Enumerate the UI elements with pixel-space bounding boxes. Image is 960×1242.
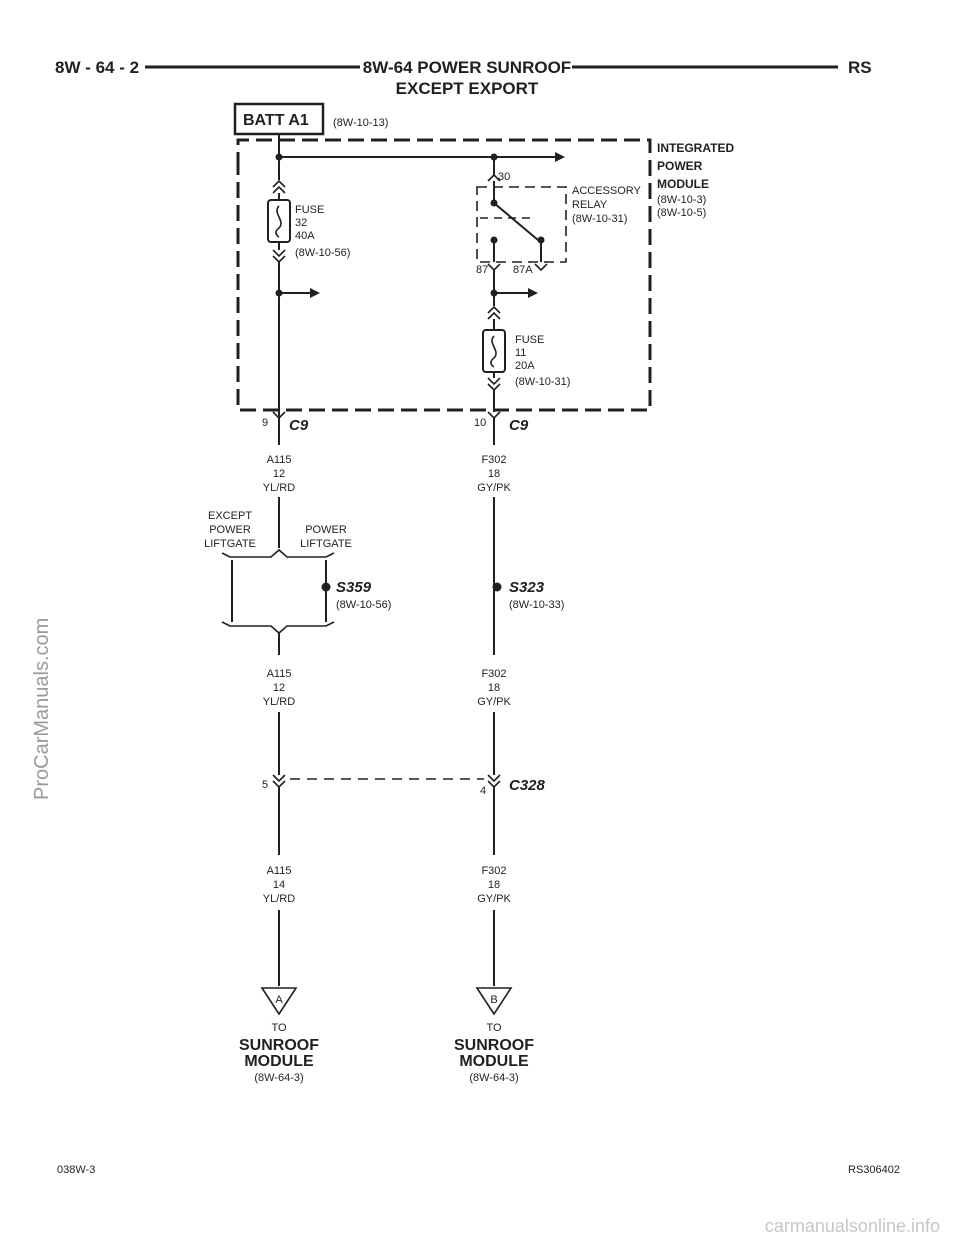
wire-f302-2-color: GY/PK — [477, 696, 511, 708]
footer-right-code: RS306402 — [848, 1164, 900, 1176]
wire-f302-color: GY/PK — [477, 482, 511, 494]
c328-pin-left: 5 — [262, 779, 268, 791]
dest-a-line2: MODULE — [244, 1053, 314, 1070]
relay-pin87-terminal — [487, 263, 501, 272]
footer-left-code: 038W-3 — [57, 1164, 95, 1176]
c9-right-name: C9 — [509, 417, 529, 434]
c328-name: C328 — [509, 777, 546, 794]
wire-a115-2-circuit: A115 — [267, 668, 292, 680]
wire-f302-3-gauge: 18 — [488, 879, 500, 891]
wire-f302-3-circuit: F302 — [481, 865, 506, 877]
dest-b-triangle — [475, 987, 513, 1016]
wire-a115-2-color: YL/RD — [263, 696, 295, 708]
dest-a-line1: SUNROOF — [239, 1037, 319, 1054]
wire-f302-3-color: GY/PK — [477, 893, 511, 905]
fuse11-element — [490, 335, 497, 368]
wire-a115-3-circuit: A115 — [267, 865, 292, 877]
watermark-side: ProCarManuals.com — [31, 618, 53, 800]
c9-left-pin: 9 — [262, 417, 268, 429]
ipm-label-line1: INTEGRATED — [657, 141, 734, 155]
relay-ref: (8W-10-31) — [572, 213, 627, 225]
ipm-ref2: (8W-10-5) — [657, 207, 706, 219]
option-left-line3: LIFTGATE — [204, 538, 256, 550]
fuse11-label: FUSE — [515, 334, 544, 346]
wire-f302-2-gauge: 18 — [488, 682, 500, 694]
fuse32-bottom-terminal — [272, 249, 286, 264]
fuse32-label: FUSE — [295, 204, 324, 216]
relay-branch-arrow — [528, 288, 538, 298]
fuse11-rating: 20A — [515, 360, 535, 372]
wire-a115-3-color: YL/RD — [263, 893, 295, 905]
dest-b-letter: B — [490, 994, 497, 1006]
relay-label-line1: ACCESSORY — [572, 185, 642, 197]
fuse32-rating: 40A — [295, 230, 315, 242]
batt-label: BATT A1 — [243, 112, 309, 129]
wire-a115-circuit: A115 — [267, 454, 292, 466]
s359-name: S359 — [336, 579, 372, 596]
relay-pin30-terminal — [487, 173, 501, 182]
relay-outline — [476, 186, 567, 263]
s359-ref: (8W-10-56) — [336, 599, 391, 611]
fuse32-element — [275, 205, 282, 238]
page-subtitle: EXCEPT EXPORT — [396, 79, 539, 98]
ipm-ref1: (8W-10-3) — [657, 194, 706, 206]
c9-right-pin: 10 — [474, 417, 486, 429]
c328-pin-right: 4 — [480, 785, 486, 797]
wire-f302-gauge: 18 — [488, 468, 500, 480]
c328-right-terminal — [487, 774, 501, 789]
fuse11-ref: (8W-10-31) — [515, 376, 570, 388]
fuse11-number: 11 — [515, 347, 526, 359]
wire-a115-3-gauge: 14 — [273, 879, 285, 891]
page-title: 8W-64 POWER SUNROOF — [363, 58, 571, 77]
option-bracket-top — [221, 548, 335, 558]
option-left-line1: EXCEPT — [208, 510, 252, 522]
dest-a-to: TO — [271, 1022, 287, 1034]
fuse32-number: 32 — [295, 217, 307, 229]
page-number: 8W - 64 - 2 — [55, 58, 139, 77]
batt-box — [233, 102, 325, 136]
dest-b-line2: MODULE — [459, 1053, 529, 1070]
fuse11-top-terminal — [487, 305, 501, 320]
option-right-line1: POWER — [305, 524, 347, 536]
bus-arrow — [555, 152, 565, 162]
relay-pin-87: 87 — [476, 264, 488, 276]
batt-ref: (8W-10-13) — [333, 117, 388, 129]
wire-a115-color: YL/RD — [263, 482, 295, 494]
relay-switch-arm — [493, 202, 539, 241]
relay-pin87a-terminal — [534, 263, 548, 272]
wire-a115-2-gauge: 12 — [273, 682, 285, 694]
dest-b-ref: (8W-64-3) — [469, 1072, 518, 1084]
relay-pin-30: 30 — [498, 171, 510, 183]
fuse11-bottom-terminal — [487, 377, 501, 392]
dest-a-triangle — [260, 987, 298, 1016]
c328-left-terminal — [272, 774, 286, 789]
option-left-line2: POWER — [209, 524, 251, 536]
splice-s359 — [321, 582, 331, 592]
ipm-label-line2: POWER — [657, 159, 703, 173]
dest-b-to: TO — [486, 1022, 502, 1034]
s323-name: S323 — [509, 579, 545, 596]
splice-s323 — [492, 582, 502, 592]
s323-ref: (8W-10-33) — [509, 599, 564, 611]
c9-right-terminal — [487, 411, 501, 420]
relay-label-line2: RELAY — [572, 199, 608, 211]
option-bracket-bottom — [221, 621, 335, 635]
option-right-line2: LIFTGATE — [300, 538, 352, 550]
dest-a-ref: (8W-64-3) — [254, 1072, 303, 1084]
fuse32-ref: (8W-10-56) — [295, 247, 350, 259]
wire-f302-2-circuit: F302 — [481, 668, 506, 680]
c9-left-name: C9 — [289, 417, 309, 434]
header-model: RS — [848, 58, 872, 77]
wire-a115-gauge: 12 — [273, 468, 285, 480]
wire-f302-circuit: F302 — [481, 454, 506, 466]
dest-a-letter: A — [275, 994, 283, 1006]
ipm-outline — [236, 138, 652, 412]
dest-b-line1: SUNROOF — [454, 1037, 534, 1054]
watermark-bottom: carmanualsonline.info — [765, 1216, 940, 1236]
fuse32-branch-arrow — [310, 288, 320, 298]
ipm-label-line3: MODULE — [657, 177, 709, 191]
fuse32-top-terminal — [272, 179, 286, 194]
relay-pin-87a: 87A — [513, 264, 533, 276]
